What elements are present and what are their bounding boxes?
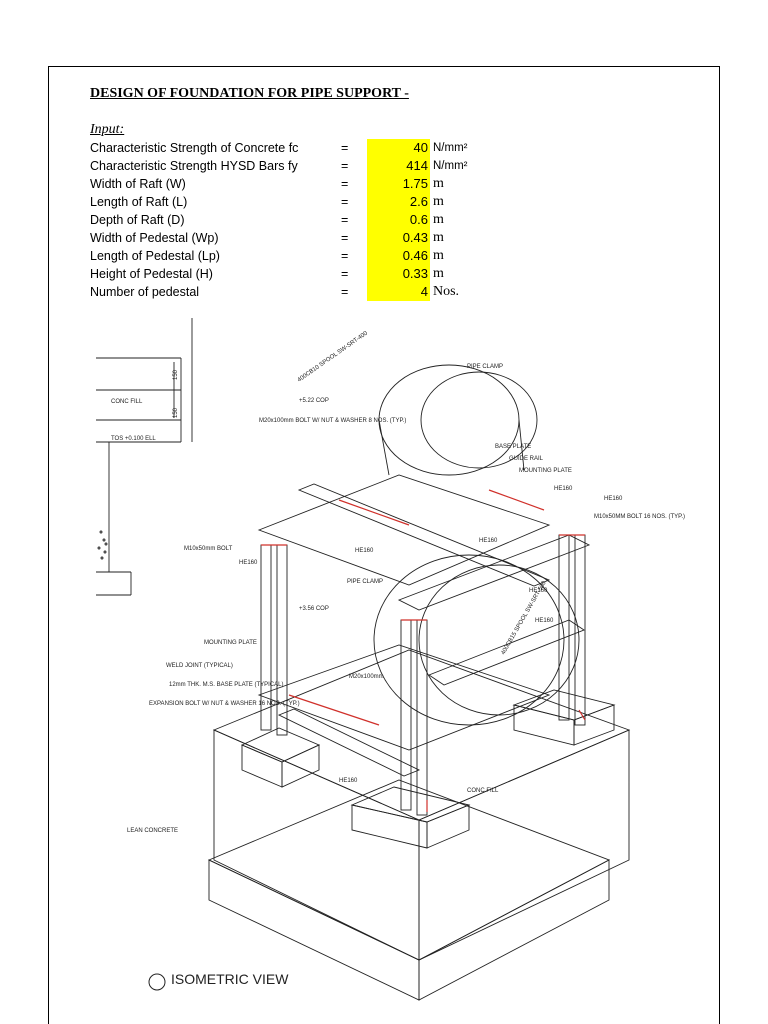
callout-base-plate-thk: 12mm THK. M.S. BASE PLATE (TYPICAL) [169,682,283,688]
input-label: Width of Pedestal (Wp) [90,231,219,245]
input-unit: m [433,194,444,209]
input-label: Height of Pedestal (H) [90,267,213,281]
input-row-raft-width: Width of Raft (W) = 1.75 m [0,175,768,193]
equals-sign: = [341,249,349,263]
input-unit: N/mm² [433,160,468,172]
label-conc-fill: CONC FILL [111,399,143,405]
callout-mounting-plate-mid: MOUNTING PLATE [204,640,257,646]
input-unit: N/mm² [433,142,468,154]
callout-guide-rail: GUIDE RAIL [509,456,544,462]
label-level: TOS +0.100 ELL [111,436,156,442]
equals-sign: = [341,159,349,173]
equals-sign: = [341,177,349,191]
input-value-fc[interactable]: 40 [367,139,430,157]
section-detail [96,318,193,596]
input-value-pedestal-height[interactable]: 0.33 [367,265,430,283]
input-row-pedestal-count: Number of pedestal = 4 Nos. [0,283,768,301]
steel-beams [257,474,591,777]
input-value-raft-length[interactable]: 2.6 [367,193,430,211]
callout-weld-joint: WELD JOINT (TYPICAL) [166,663,233,669]
pipe-bottom [373,554,580,726]
input-value-pedestal-width[interactable]: 0.43 [367,229,430,247]
input-unit: m [433,248,444,263]
callout-pipe-clamp-top: PIPE CLAMP [467,364,503,370]
document-title: DESIGN OF FOUNDATION FOR PIPE SUPPORT - [90,86,409,101]
input-unit: m [433,212,444,227]
callout-pipe-clamp-mid: PIPE CLAMP [347,579,383,585]
pedestals [240,689,616,849]
input-row-pedestal-width: Width of Pedestal (Wp) = 0.43 m [0,229,768,247]
callout-he160-d: HE160 [479,538,498,544]
equals-sign: = [341,213,349,227]
callout-bolt-left: M10x50mm BOLT [184,546,233,552]
steel-columns [260,534,586,816]
input-row-pedestal-length: Length of Pedestal (Lp) = 0.46 m [0,247,768,265]
callout-cop-top: +5.22 COP [299,398,329,404]
equals-sign: = [341,285,349,299]
callout-he160-e: HE160 [529,588,548,594]
equals-sign: = [341,267,349,281]
callout-cop-mid: +3.56 COP [299,606,329,612]
input-label: Length of Pedestal (Lp) [90,249,220,263]
input-unit: m [433,230,444,245]
input-label: Width of Raft (W) [90,177,186,191]
input-row-pedestal-height: Height of Pedestal (H) = 0.33 m [0,265,768,283]
callout-bolt-top: M20x100mm BOLT W/ NUT & WASHER 8 NOS. (T… [259,418,406,424]
input-heading: Input: [90,122,125,137]
input-row-fy: Characteristic Strength HYSD Bars fy = 4… [0,157,768,175]
callout-bolt-mid: M20x100mm [349,674,384,680]
callout-lean-concrete: LEAN CONCRETE [127,828,178,834]
callout-conc-fill-bottom: CONC FILL [467,788,499,794]
equals-sign: = [341,141,349,155]
callout-bolt-right: M10x50MM BOLT 16 NOS. (TYP.) [594,514,685,520]
weld-lines [261,489,586,812]
input-unit: m [433,266,444,281]
callout-he160-b: HE160 [604,496,623,502]
input-row-fc: Characteristic Strength of Concrete fc =… [0,139,768,157]
callout-he160-left: HE160 [239,560,258,566]
input-value-raft-width[interactable]: 1.75 [367,175,430,193]
input-row-raft-depth: Depth of Raft (D) = 0.6 m [0,211,768,229]
callout-he160-c: HE160 [355,548,374,554]
callout-he160-f: HE160 [535,618,554,624]
input-unit: Nos. [433,284,460,299]
view-title: ISOMETRIC VIEW [171,971,289,987]
sheet-border [48,66,720,1024]
input-row-raft-length: Length of Raft (L) = 2.6 m [0,193,768,211]
label-dim-top: 150 [173,369,179,380]
equals-sign: = [341,231,349,245]
input-label: Characteristic Strength HYSD Bars fy [90,159,298,173]
pipe-top [378,364,538,476]
input-label: Depth of Raft (D) [90,213,185,227]
input-value-raft-depth[interactable]: 0.6 [367,211,430,229]
callout-he160-g: HE160 [339,778,358,784]
input-value-pedestal-count[interactable]: 4 [367,283,430,301]
input-label: Characteristic Strength of Concrete fc [90,141,299,155]
input-value-pedestal-length[interactable]: 0.46 [367,247,430,265]
callout-base-plate: BASE PLATE [495,444,531,450]
callout-mounting-plate-top: MOUNTING PLATE [519,468,572,474]
input-unit: m [433,176,444,191]
equals-sign: = [341,195,349,209]
input-label: Length of Raft (L) [90,195,188,209]
callout-pipe-top: 400CB10 SPOOL SW-SRT-400 [297,330,370,383]
input-value-fy[interactable]: 414 [367,157,430,175]
callout-he160-a: HE160 [554,486,573,492]
label-dim-mid: 150 [173,407,179,418]
input-label: Number of pedestal [90,285,200,299]
view-marker-icon [148,973,166,991]
raft-foundation [207,649,631,1001]
isometric-drawing: CONC FILL 150 150 TOS +0.100 ELL 400CB10… [96,318,685,1001]
callout-expansion-bolt: EXPANSION BOLT W/ NUT & WASHER 16 NOS. (… [149,701,300,707]
